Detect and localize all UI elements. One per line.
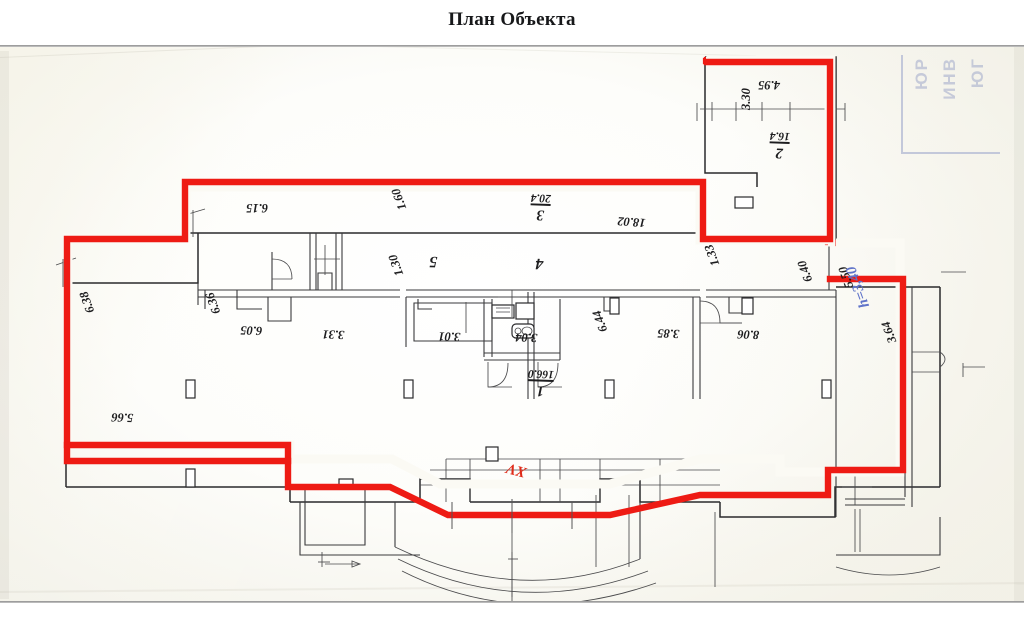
title-divider	[0, 45, 1024, 47]
scanned-floor-plan: .w { fill:none; stroke:#2a2a2c; stroke-w…	[0, 47, 1024, 601]
bottom-divider	[0, 601, 1024, 603]
entry-detail	[299, 487, 420, 568]
wall-openings	[185, 196, 832, 489]
page-title: План Объекта	[448, 9, 576, 30]
red-outline-overlay	[63, 55, 907, 533]
bottom-band	[0, 603, 1024, 620]
curved-steps	[394, 502, 657, 601]
title-band: План Объекта	[0, 0, 1024, 44]
